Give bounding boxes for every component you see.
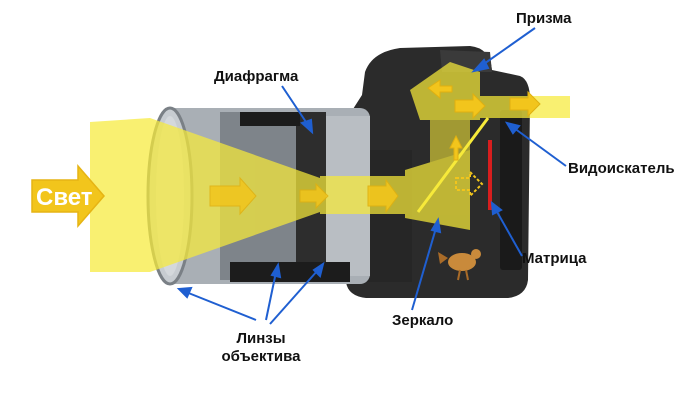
label-prism: Призма bbox=[516, 10, 572, 27]
light-label: Свет bbox=[36, 184, 93, 211]
bird-logo-icon bbox=[438, 249, 481, 281]
label-lens-line1: Линзы bbox=[236, 330, 286, 347]
mirror-line bbox=[416, 117, 490, 213]
sensor-strip bbox=[488, 140, 492, 210]
sensor-hint-arrow bbox=[455, 169, 484, 199]
label-sensor: Матрица bbox=[522, 250, 587, 267]
internal-arrows bbox=[209, 79, 541, 216]
label-aperture: Диафрагма bbox=[214, 68, 299, 85]
pointer-lines bbox=[176, 27, 567, 325]
label-viewfinder: Видоискатель bbox=[568, 160, 675, 177]
label-mirror: Зеркало bbox=[392, 312, 454, 329]
label-lens: Линзы объектива bbox=[196, 330, 326, 366]
label-lens-line2: объектива bbox=[221, 348, 301, 365]
light-arrow-icon: Свет bbox=[31, 163, 105, 229]
